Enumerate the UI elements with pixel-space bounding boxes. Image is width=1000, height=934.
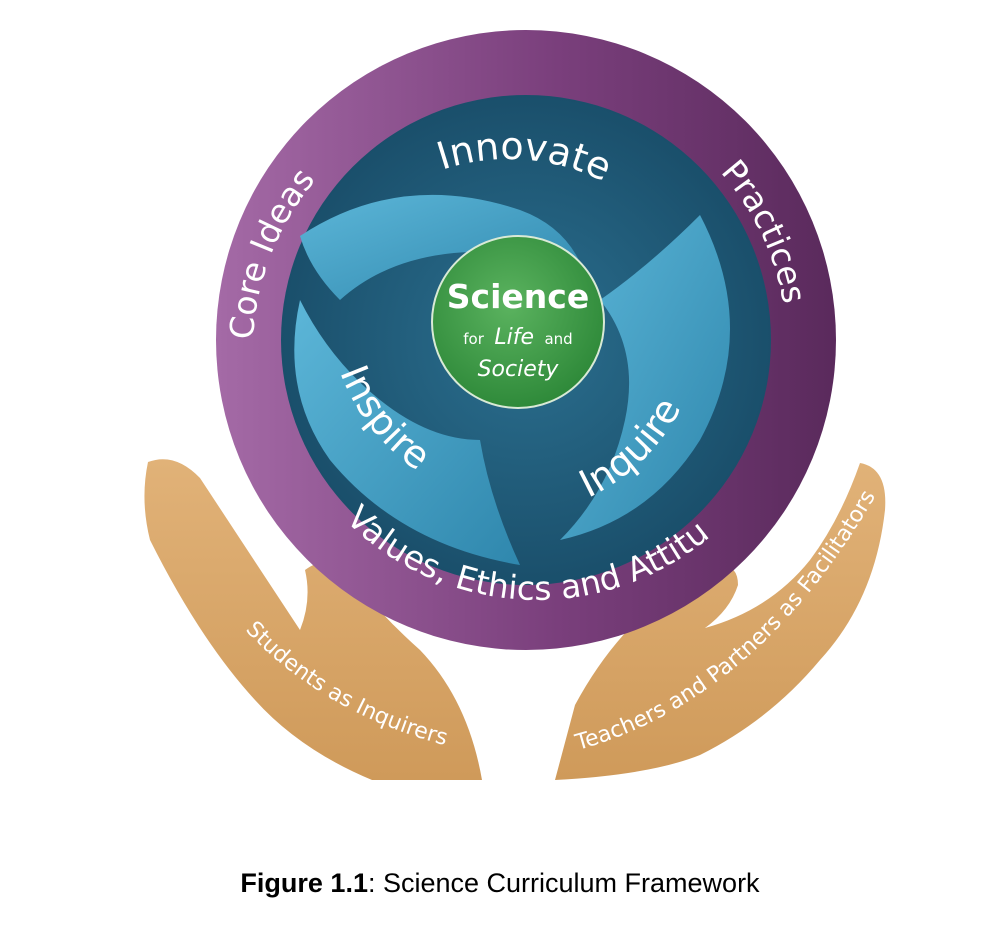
center-title: Science <box>447 277 589 316</box>
center-society: Society <box>478 357 560 382</box>
swirl-blades <box>294 194 730 565</box>
center-circle <box>431 235 605 409</box>
center-for: for <box>463 330 484 348</box>
figure-label: Figure 1.1 <box>240 868 368 898</box>
center-life: Life <box>494 325 534 350</box>
figure-caption: Figure 1.1: Science Curriculum Framework <box>0 868 1000 899</box>
center-subtitle-line1: for Life and <box>463 325 572 350</box>
left-hand-shape <box>144 459 482 780</box>
center-and: and <box>544 330 572 348</box>
right-hand-shape <box>555 463 886 780</box>
figure-caption-text: : Science Curriculum Framework <box>367 868 760 898</box>
